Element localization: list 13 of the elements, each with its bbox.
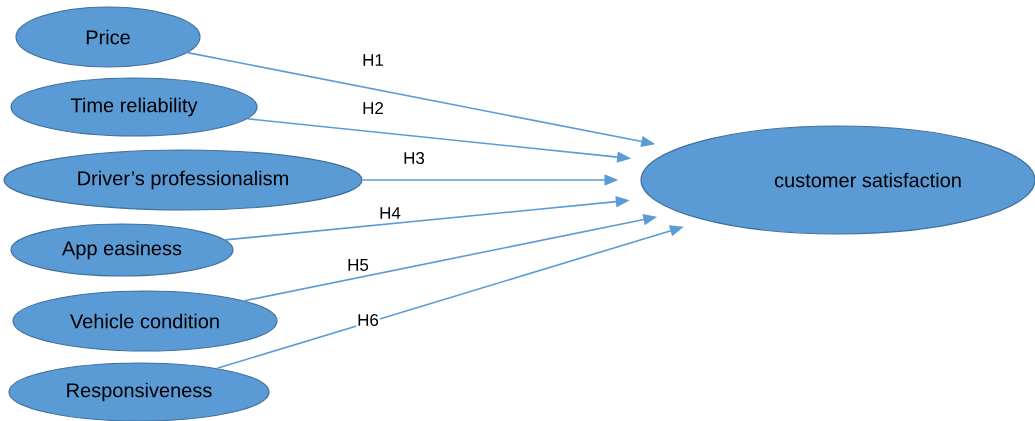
- edge-label: H2: [363, 102, 383, 114]
- ellipse-node: customer satisfaction: [640, 125, 1035, 235]
- ellipse-node: Responsiveness: [8, 362, 270, 421]
- ellipse-node: Price: [15, 6, 201, 68]
- edge-label: H4: [380, 207, 401, 219]
- ellipse-node: App easiness: [10, 223, 234, 277]
- edge-label: H6: [358, 314, 379, 326]
- ellipse-node: Driver’s professionalism: [3, 149, 363, 211]
- edge-label: H5: [348, 259, 369, 271]
- edge-label: H3: [404, 152, 425, 164]
- ellipse-node: Time reliability: [10, 77, 258, 137]
- edge-label: H1: [363, 54, 384, 66]
- ellipse-node: Vehicle condition: [12, 290, 278, 352]
